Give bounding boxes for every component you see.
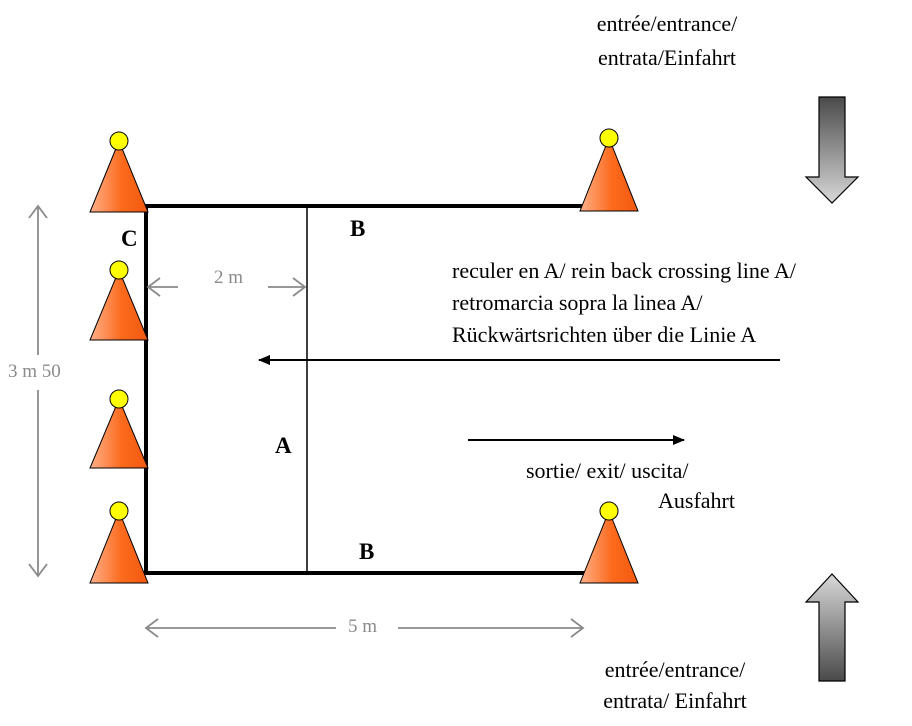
traffic-cone-icon xyxy=(579,128,639,212)
entrance-top-text: entrée/entrance/ entrata/Einfahrt xyxy=(560,10,774,72)
dim-2m-left-head xyxy=(146,277,161,297)
cone-top-ball xyxy=(109,260,129,280)
backing-line1: reculer en A/ rein back crossing line A/ xyxy=(452,258,796,283)
cone-top-ball xyxy=(599,501,619,521)
cone-top-ball xyxy=(599,128,619,148)
dim-5m-right-head xyxy=(570,618,585,638)
dimension-lines xyxy=(28,204,585,638)
enclosure xyxy=(144,204,585,575)
backing-line3: Rückwärtsrichten über die Linie A xyxy=(452,322,757,347)
entrance-bottom-text: entrée/entrance/ entrata/ Einfahrt xyxy=(565,656,785,715)
entrance-top-line1: entrée/entrance/ xyxy=(596,11,738,36)
cone-body xyxy=(579,509,639,584)
label-a: A xyxy=(275,433,292,458)
label-b-top: B xyxy=(350,216,366,241)
dimension-5m: 5 m xyxy=(348,616,378,638)
traffic-cone-icon xyxy=(89,131,149,213)
exit-line1: sortie/ exit/ uscita/ xyxy=(526,458,689,483)
traffic-cone-icon xyxy=(89,501,149,584)
cone-body xyxy=(579,136,639,212)
dim-2m-right-head xyxy=(292,277,307,297)
cone-top-ball xyxy=(109,389,129,409)
entrance-top-line2: entrata/Einfahrt xyxy=(597,45,737,70)
exit-line2: Ausfahrt xyxy=(658,488,735,513)
dim-height-bottom-head xyxy=(28,563,48,578)
backing-text: reculer en A/ rein back crossing line A/… xyxy=(452,255,796,351)
label-c: C xyxy=(121,226,138,251)
entrance-bottom-line2: entrata/ Einfahrt xyxy=(603,688,747,713)
dimension-2m: 2 m xyxy=(214,267,244,289)
entrance-bottom-line1: entrée/entrance/ xyxy=(604,657,746,682)
block-arrow-icon xyxy=(804,573,860,682)
cone-body xyxy=(89,139,149,213)
label-b-bottom: B xyxy=(359,539,375,564)
cone-body xyxy=(89,268,149,341)
block-arrow-icon xyxy=(804,96,860,204)
cone-body xyxy=(89,509,149,584)
dim-5m-left-head xyxy=(144,618,159,638)
traffic-cone-icon xyxy=(89,389,149,469)
cones xyxy=(89,128,639,584)
dim-height-top-head xyxy=(28,204,48,219)
backing-line2: retromarcia sopra la linea A/ xyxy=(452,290,703,315)
cone-body xyxy=(89,397,149,469)
traffic-cone-icon xyxy=(89,260,149,341)
cone-top-ball xyxy=(109,501,129,521)
cone-top-ball xyxy=(109,131,129,151)
dimension-height: 3 m 50 xyxy=(8,361,61,383)
exit-text: sortie/ exit/ uscita/ Ausfahrt xyxy=(526,457,735,515)
traffic-cone-icon xyxy=(579,501,639,584)
